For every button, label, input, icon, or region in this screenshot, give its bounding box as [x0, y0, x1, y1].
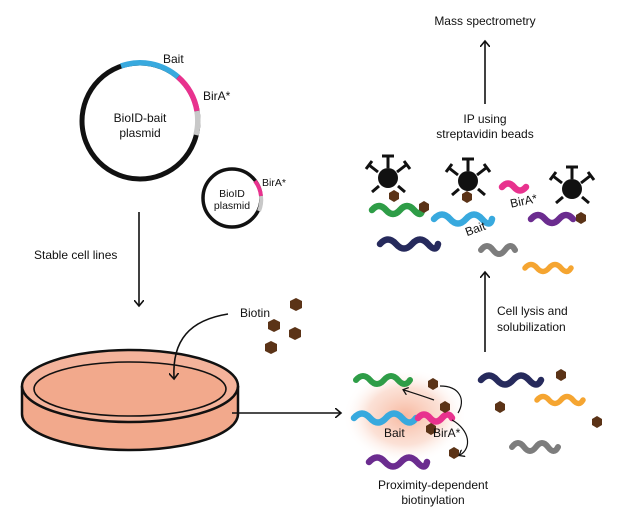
green-protein [353, 373, 413, 387]
biotin-hexagon [428, 378, 438, 390]
purple-protein [527, 211, 577, 227]
plasmid-small-label-line1: BioID [219, 188, 245, 200]
arrow-biotin-to-dish [174, 313, 229, 378]
proximity-labeling-cluster [343, 368, 469, 470]
biotin-hexagon [592, 416, 602, 428]
biotin-hexagon [440, 401, 450, 413]
biotin-molecules [265, 298, 302, 354]
birA-enzyme [414, 411, 456, 425]
birA-label-cluster: BirA* [433, 426, 461, 440]
biotin-hexagon [556, 369, 566, 381]
proximity-label-line2: biotinylation [401, 493, 465, 507]
plasmid-big-label-line2: plasmid [119, 126, 161, 140]
biotin-hexagon [268, 319, 280, 332]
plasmid-birA-segment [176, 74, 200, 112]
streptavidin-ip [364, 154, 596, 275]
bait-label-plasmid: Bait [163, 52, 184, 66]
navy-protein [376, 236, 442, 252]
gray-protein [509, 440, 561, 454]
bait-protein [430, 211, 496, 227]
birA-label-small-plasmid: BirA* [262, 177, 286, 189]
green-protein [368, 202, 426, 218]
biotinylation-arrow [439, 385, 462, 414]
biotinylation-arrow [404, 390, 435, 401]
biotin-hexagon [449, 447, 459, 459]
bioid-bait-plasmid [79, 60, 201, 182]
biotin-hexagon [290, 298, 302, 311]
gray-protein [478, 243, 518, 257]
purple-protein [365, 454, 431, 470]
mass-spec-label: Mass spectrometry [434, 14, 536, 28]
biotin-hexagon [495, 401, 505, 413]
biotin-hexagon [462, 191, 472, 203]
navy-protein [477, 372, 545, 388]
ip-label-line2: streptavidin beads [436, 127, 534, 141]
streptavidin-bead [364, 154, 412, 194]
small-plasmid-birA-segment [253, 179, 263, 197]
bioid-plasmid [201, 167, 264, 229]
small-plasmid-gray-segment [257, 195, 264, 212]
plasmid-gray-segment [193, 110, 201, 136]
birA-label-plasmid: BirA* [203, 89, 231, 103]
biotin-label: Biotin [240, 306, 271, 320]
birA-enzyme [498, 180, 530, 194]
biotin-hexagon [426, 423, 436, 435]
orange-protein [522, 261, 574, 275]
bait-label-cluster: Bait [384, 426, 405, 440]
plasmid-big-label-line1: BioID-bait [113, 111, 167, 125]
biotin-hexagon [576, 212, 586, 224]
streptavidin-bead [444, 157, 492, 197]
biotin-hexagon [289, 327, 301, 340]
plasmid-small-label-line2: plasmid [213, 200, 251, 212]
biotin-hexagon [419, 201, 429, 213]
biotinylation-arrow [451, 419, 469, 455]
ip-label-line1: IP using [463, 112, 507, 126]
plasmid-bait-segment [120, 60, 180, 80]
lysis-label-line1: Cell lysis and [497, 304, 568, 318]
biotin-hexagon [265, 341, 277, 354]
stable-cell-lines-label: Stable cell lines [34, 248, 118, 262]
lysis-label-line2: solubilization [497, 320, 566, 334]
orange-protein [534, 393, 586, 407]
bait-protein [350, 410, 420, 426]
proximity-label-line1: Proximity-dependent [377, 478, 489, 492]
petri-dish [20, 348, 240, 452]
streptavidin-bead [548, 165, 596, 205]
biotin-hexagon [389, 190, 399, 202]
